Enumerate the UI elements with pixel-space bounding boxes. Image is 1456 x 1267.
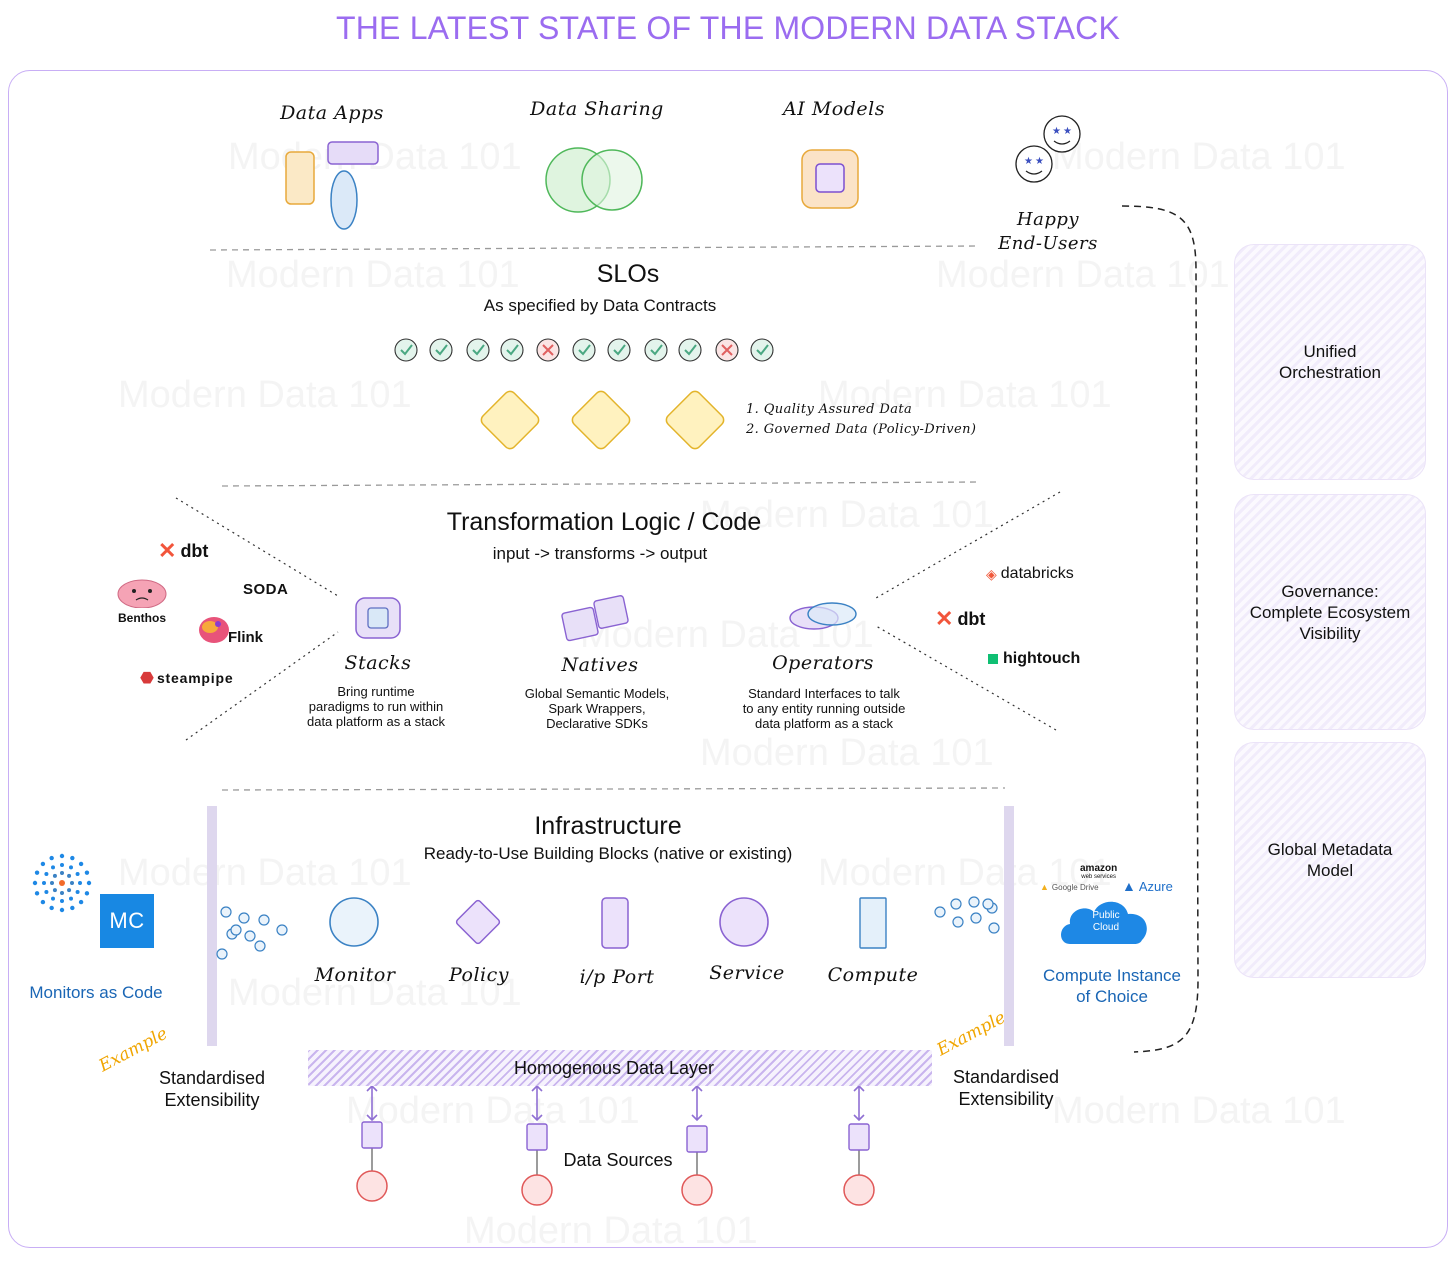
logo-benthos: Benthos bbox=[110, 576, 174, 625]
homogenous-data-layer-bar bbox=[308, 1050, 932, 1086]
slo-title: SLOs bbox=[596, 260, 660, 288]
side-panel-metadata: Global Metadata Model bbox=[1234, 742, 1426, 978]
standardised-extensibility-right: Standardised Extensibility bbox=[952, 1067, 1060, 1109]
check-pass-icon bbox=[572, 338, 596, 362]
compute-label: Compute bbox=[827, 964, 919, 986]
dbt-icon: ✕ bbox=[158, 538, 177, 563]
transformation-subtitle: input -> transforms -> output bbox=[492, 544, 708, 563]
data-sharing-label: Data Sharing bbox=[530, 98, 664, 120]
operators-icon bbox=[789, 602, 857, 630]
slo-subtitle: As specified by Data Contracts bbox=[483, 296, 717, 315]
logo-databricks: ◈ databricks bbox=[986, 565, 1074, 582]
monitors-as-code-caption: Monitors as Code bbox=[29, 983, 163, 1002]
monitor-icon bbox=[329, 897, 379, 947]
logo-soda: SODA bbox=[243, 581, 289, 598]
slo-checks bbox=[394, 338, 774, 362]
data-sharing-icon bbox=[545, 147, 643, 213]
side-panel-orchestration: Unified Orchestration bbox=[1234, 244, 1426, 480]
svg-text:★: ★ bbox=[1024, 156, 1033, 167]
google-drive-icon: ▲ bbox=[1040, 882, 1049, 892]
logo-dbt-left: ✕ dbt bbox=[158, 538, 209, 563]
ai-models-icon bbox=[801, 149, 859, 209]
public-cloud-label: Public Cloud bbox=[1092, 910, 1120, 933]
databricks-icon: ◈ bbox=[986, 565, 997, 582]
port-label: i/p Port bbox=[579, 966, 655, 988]
transformation-title: Transformation Logic / Code bbox=[446, 508, 762, 536]
google-drive-logo: ▲ Google Drive bbox=[1040, 882, 1099, 892]
stacks-description: Bring runtime paradigms to run within da… bbox=[306, 684, 445, 729]
public-cloud-icon bbox=[1061, 901, 1147, 944]
check-pass-icon bbox=[500, 338, 524, 362]
end-users-label: Happy End-Users bbox=[998, 209, 1098, 254]
infrastructure-title: Infrastructure bbox=[534, 812, 682, 840]
happy-users-icon: ★★ ★★ bbox=[1015, 115, 1081, 183]
svg-text:★: ★ bbox=[1052, 126, 1061, 137]
dots-left bbox=[216, 906, 288, 960]
benthos-icon bbox=[117, 579, 167, 609]
steampipe-icon: ⬣ bbox=[140, 670, 154, 687]
svg-text:★: ★ bbox=[1035, 156, 1044, 167]
check-pass-icon bbox=[678, 338, 702, 362]
aws-logo: amazon web services bbox=[1080, 863, 1118, 881]
slo-diamonds bbox=[480, 390, 725, 450]
service-label: Service bbox=[709, 962, 785, 984]
logo-flink: Flink bbox=[196, 612, 263, 646]
data-source-nodes bbox=[356, 1121, 875, 1206]
data-sources-label: Data Sources bbox=[563, 1150, 673, 1170]
svg-text:★: ★ bbox=[1063, 126, 1072, 137]
azure-logo: ▲ Azure bbox=[1122, 878, 1173, 894]
service-icon bbox=[719, 897, 769, 947]
infrastructure-subtitle: Ready-to-Use Building Blocks (native or … bbox=[423, 844, 793, 863]
standardised-extensibility-left: Standardised Extensibility bbox=[158, 1068, 266, 1110]
policy-icon bbox=[455, 899, 501, 945]
azure-icon: ▲ bbox=[1122, 878, 1136, 894]
operators-description: Standard Interfaces to talk to any entit… bbox=[742, 686, 906, 731]
monitoring-sunburst-icon bbox=[32, 853, 92, 913]
side-panel-governance: Governance: Complete Ecosystem Visibilit… bbox=[1234, 494, 1426, 730]
flink-icon bbox=[199, 617, 229, 643]
compute-instance-caption: Compute Instance of Choice bbox=[1043, 966, 1181, 1006]
page-title: THE LATEST STATE OF THE MODERN DATA STAC… bbox=[336, 10, 1120, 46]
logo-dbt-right: ✕ dbt bbox=[935, 606, 986, 631]
policy-label: Policy bbox=[449, 964, 509, 986]
logo-hightouch: hightouch bbox=[988, 650, 1080, 668]
slo-list-item-2: 2. Governed Data (Policy-Driven) bbox=[746, 422, 977, 437]
slo-list-item-1: 1. Quality Assured Data bbox=[746, 402, 913, 417]
operators-label: Operators bbox=[772, 652, 874, 674]
diagram-frame bbox=[8, 70, 1448, 1248]
check-pass-icon bbox=[750, 338, 774, 362]
check-pass-icon bbox=[644, 338, 668, 362]
check-pass-icon bbox=[429, 338, 453, 362]
mc-logo: MC bbox=[100, 894, 154, 948]
homogenous-data-layer-label: Homogenous Data Layer bbox=[513, 1058, 715, 1078]
logo-steampipe: ⬣ steampipe bbox=[140, 670, 234, 687]
check-pass-icon bbox=[466, 338, 490, 362]
check-fail-icon bbox=[536, 338, 560, 362]
dbt-icon: ✕ bbox=[935, 606, 954, 631]
data-apps-label: Data Apps bbox=[280, 102, 384, 124]
hightouch-icon bbox=[988, 654, 998, 664]
port-icon bbox=[601, 897, 629, 949]
natives-description: Global Semantic Models, Spark Wrappers, … bbox=[524, 686, 670, 731]
stacks-icon bbox=[355, 597, 401, 639]
check-pass-icon bbox=[394, 338, 418, 362]
check-fail-icon bbox=[715, 338, 739, 362]
check-pass-icon bbox=[607, 338, 631, 362]
dots-right bbox=[934, 896, 1000, 934]
ai-models-label: AI Models bbox=[783, 98, 885, 120]
natives-icon bbox=[561, 595, 629, 642]
stacks-label: Stacks bbox=[344, 652, 412, 674]
data-apps-icon bbox=[285, 141, 379, 230]
monitor-label: Monitor bbox=[314, 964, 396, 986]
natives-label: Natives bbox=[561, 654, 639, 676]
compute-icon bbox=[859, 897, 887, 949]
